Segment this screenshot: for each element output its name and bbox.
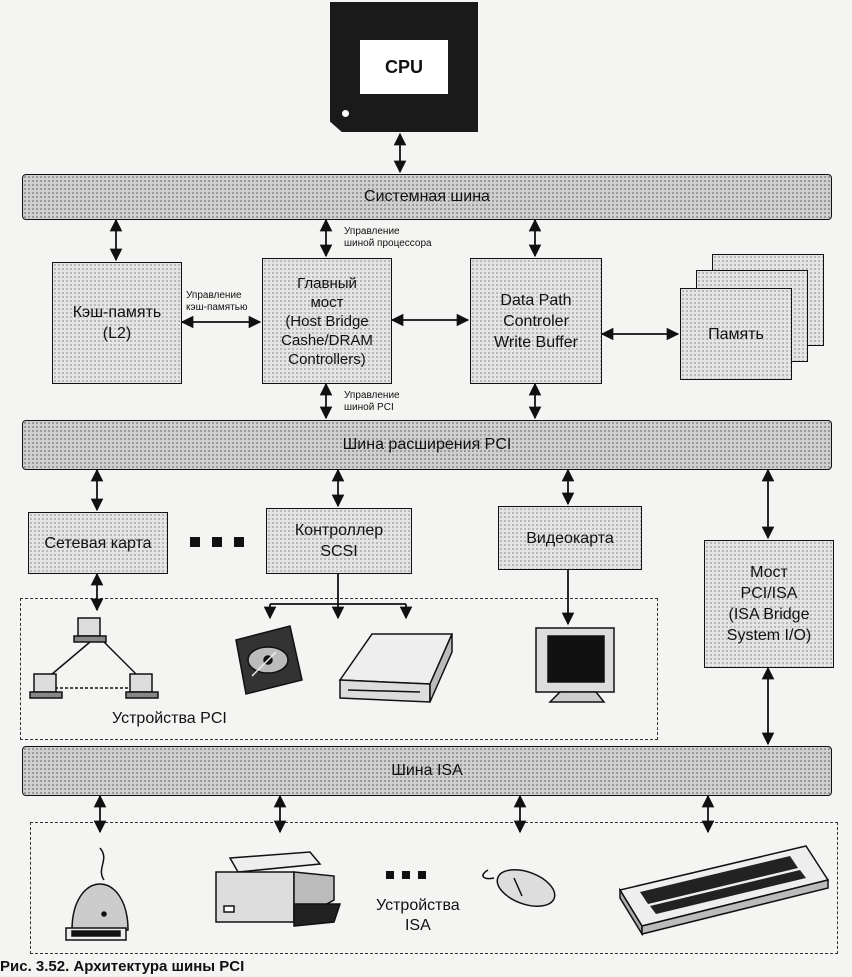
isa-devices-line1: Устройства [376, 897, 460, 914]
video-card-block: Видеокарта [498, 506, 642, 570]
pci-devices-group [20, 598, 658, 740]
joystick-icon [65, 847, 129, 941]
isa-devices-group [30, 822, 838, 954]
cache-ctrl-line1: Управление [186, 290, 242, 301]
pci-devices-label: Устройства PCI [112, 710, 227, 727]
pci-bus-label: Шина расширения PCI [342, 436, 512, 453]
scsi-line2: SCSI [320, 543, 358, 560]
pci-ctrl-line1: Управление [344, 390, 400, 401]
external-drive-icon [338, 633, 454, 703]
system-bus-label: Системная шина [364, 188, 490, 205]
pci-bus-control-note: Управление шиной PCI [344, 390, 400, 414]
isa-devices-label: Устройства ISA [376, 896, 460, 936]
monitor-icon [535, 627, 615, 703]
cpu-label: CPU [384, 56, 423, 77]
video-card-label: Видеокарта [526, 529, 614, 547]
network-card-block: Сетевая карта [28, 512, 168, 574]
cache-control-note: Управление кэш-памятью [186, 290, 248, 314]
data-path-block: Data Path Controler Write Buffer [470, 258, 602, 384]
network-computers-icon [29, 617, 159, 699]
host-bridge-line2: мост [310, 293, 344, 311]
cpu-ctrl-line1: Управление [344, 226, 400, 237]
host-bridge-line5: Controllers) [288, 350, 366, 368]
host-bridge-line1: Главный [297, 274, 357, 292]
pci-bus: Шина расширения PCI [22, 420, 832, 470]
pci-ctrl-line2: шиной PCI [344, 402, 394, 413]
isa-bridge-line1: Мост [750, 564, 788, 581]
host-bridge-line4: Cashe/DRAM [281, 331, 373, 349]
memory-label: Память [708, 325, 764, 343]
isa-bus-label: Шина ISA [391, 762, 463, 779]
memory-block: Память [680, 288, 792, 380]
system-bus: Системная шина [22, 174, 832, 220]
cache-line2: (L2) [102, 325, 132, 342]
isa-devices-line2: ISA [404, 917, 431, 934]
data-path-line1: Data Path [500, 291, 572, 309]
isa-bus: Шина ISA [22, 746, 832, 796]
cache-ctrl-line2: кэш-памятью [186, 302, 248, 313]
mouse-icon [482, 869, 556, 907]
scsi-controller-block: Контроллер SCSI [266, 508, 412, 574]
data-path-line3: Write Buffer [494, 333, 578, 351]
host-bridge-line3: (Host Bridge [285, 312, 369, 330]
network-card-label: Сетевая карта [44, 534, 152, 552]
cpu-chip: CPU [330, 2, 478, 132]
cache-memory-block: Кэш-память (L2) [52, 262, 182, 384]
hard-disk-icon [235, 625, 303, 695]
printer-icon [215, 851, 342, 927]
isa-bridge-block: Мост PCI/ISA (ISA Bridge System I/O) [704, 540, 834, 668]
data-path-line2: Controler [503, 312, 569, 330]
isa-bridge-line2: PCI/ISA [740, 585, 798, 602]
isa-bridge-line4: System I/O) [726, 627, 812, 644]
cpu-bus-control-note: Управление шиной процессора [344, 226, 432, 250]
cache-line1: Кэш-память [72, 304, 162, 321]
keyboard-icon [618, 845, 830, 937]
ellipsis-dots [190, 534, 244, 552]
scsi-line1: Контроллер [294, 522, 384, 539]
figure-caption: Рис. 3.52. Архитектура шины PCI [0, 958, 245, 975]
isa-bridge-line3: (ISA Bridge [728, 606, 810, 623]
isa-ellipsis-dots [386, 866, 426, 884]
cpu-ctrl-line2: шиной процессора [344, 238, 432, 249]
host-bridge-block: Главный мост (Host Bridge Cashe/DRAM Con… [262, 258, 392, 384]
